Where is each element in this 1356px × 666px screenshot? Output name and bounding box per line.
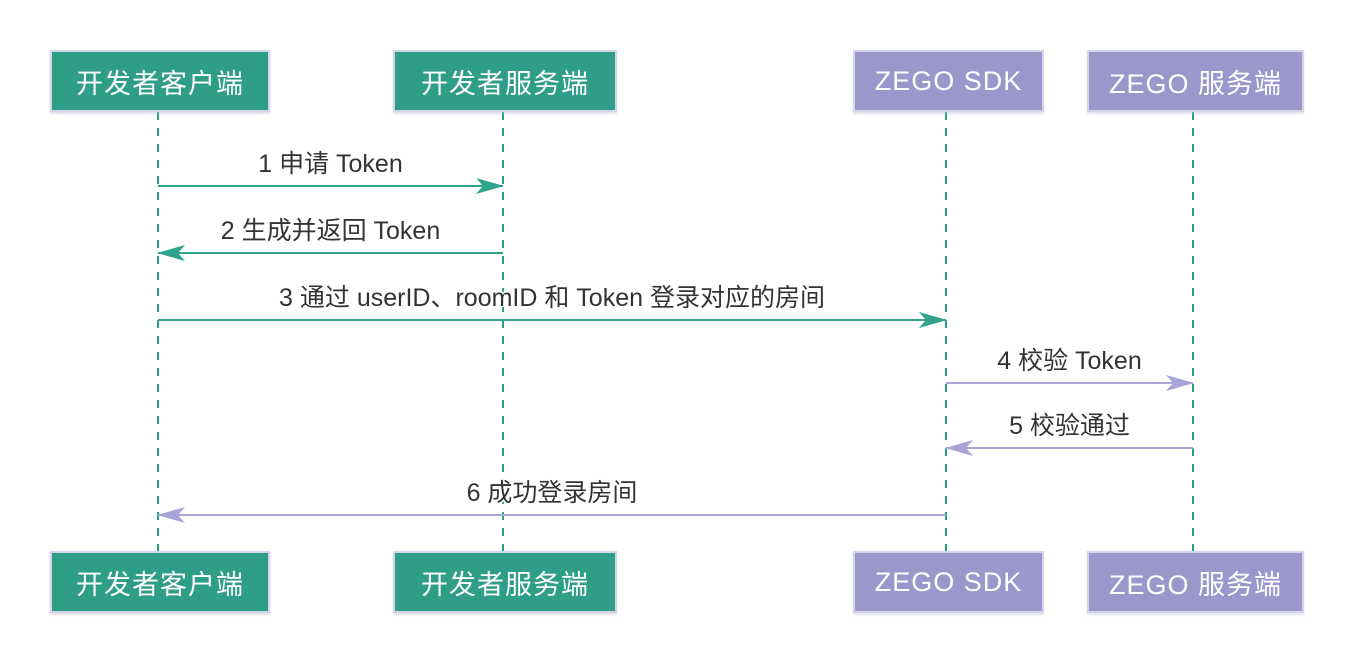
message-4: 4 校验 Token	[946, 346, 1194, 391]
message-5-label: 5 校验通过	[1009, 412, 1130, 440]
participant-dev-client-top: 开发者客户端	[50, 50, 270, 112]
participant-label: 开发者服务端	[421, 68, 589, 99]
message-1-label: 1 申请 Token	[258, 150, 403, 178]
participant-zego-server-bottom: ZEGO 服务端	[1087, 551, 1304, 613]
participant-label: ZEGO 服务端	[1108, 68, 1282, 99]
participant-dev-client-bottom: 开发者客户端	[50, 551, 270, 613]
message-1-line	[158, 178, 504, 194]
message-3-line	[158, 312, 947, 328]
participant-label: ZEGO SDK	[874, 65, 1023, 96]
message-5-line	[945, 440, 1193, 456]
message-2-line	[157, 245, 503, 261]
message-6: 6 成功登录房间	[157, 478, 946, 523]
arrow-head-left-icon	[157, 507, 185, 523]
participant-dev-server-bottom: 开发者服务端	[393, 551, 617, 613]
message-1: 1 申请 Token	[158, 149, 504, 194]
participant-label: 开发者客户端	[76, 569, 244, 600]
participant-label: 开发者客户端	[76, 68, 244, 99]
lifeline-dev-server	[502, 112, 504, 551]
lifeline-zego-server	[1192, 112, 1194, 551]
message-5: 5 校验通过	[945, 411, 1193, 456]
arrow-head-right-icon	[919, 312, 947, 328]
arrow-head-right-icon	[1166, 375, 1194, 391]
message-6-label: 6 成功登录房间	[466, 479, 638, 507]
participant-zego-server-top: ZEGO 服务端	[1087, 50, 1304, 112]
message-3-label: 3 通过 userID、roomID 和 Token 登录对应的房间	[279, 284, 825, 312]
participant-zego-sdk-bottom: ZEGO SDK	[853, 551, 1044, 613]
arrow-head-right-icon	[476, 178, 504, 194]
message-2-label: 2 生成并返回 Token	[220, 217, 441, 245]
lifeline-zego-sdk	[945, 112, 947, 551]
participant-dev-server-top: 开发者服务端	[393, 50, 617, 112]
participant-label: ZEGO 服务端	[1108, 569, 1282, 600]
arrow-head-left-icon	[945, 440, 973, 456]
message-4-label: 4 校验 Token	[997, 347, 1142, 375]
message-3: 3 通过 userID、roomID 和 Token 登录对应的房间	[158, 283, 947, 328]
arrow-head-left-icon	[157, 245, 185, 261]
participant-label: ZEGO SDK	[874, 566, 1023, 597]
message-6-line	[157, 507, 946, 523]
participant-label: 开发者服务端	[421, 569, 589, 600]
participant-zego-sdk-top: ZEGO SDK	[853, 50, 1044, 112]
message-4-line	[946, 375, 1194, 391]
message-2: 2 生成并返回 Token	[157, 216, 503, 261]
lifeline-dev-client	[157, 112, 159, 551]
